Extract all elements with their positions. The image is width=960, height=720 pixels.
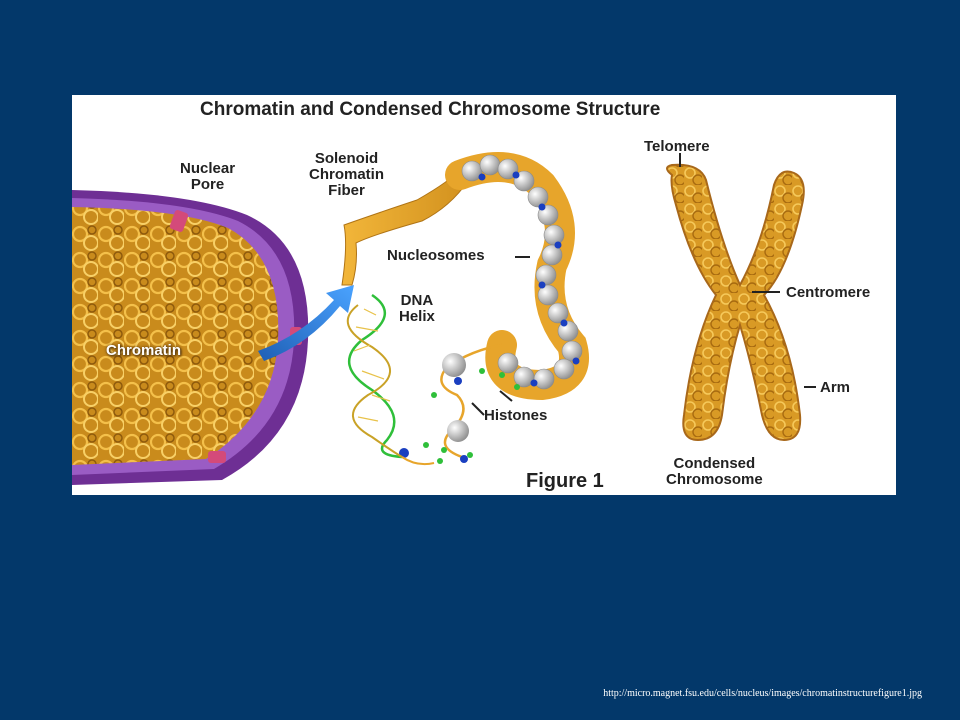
dna-helix-icon bbox=[346, 293, 435, 466]
condensed-chromosome-label-line1: Condensed bbox=[673, 455, 756, 472]
histones-label: Histones bbox=[484, 407, 548, 424]
nucleus bbox=[72, 190, 309, 485]
nucleosome-coil bbox=[399, 152, 589, 464]
nuclear-pore-label-line2: Pore bbox=[190, 176, 225, 193]
nuclear-pore-label: Nuclear Pore bbox=[180, 161, 235, 193]
chromosome-icon bbox=[666, 163, 805, 442]
source-url: http://micro.magnet.fsu.edu/cells/nucleu… bbox=[603, 688, 922, 699]
nucleosomes-label: Nucleosomes bbox=[387, 247, 485, 264]
chromatin-figure: Chromatin and Condensed Chromosome Struc… bbox=[72, 95, 896, 495]
arm-label: Arm bbox=[820, 379, 851, 396]
chromatin-illustration bbox=[72, 152, 816, 485]
solenoid-label-line3: Fiber bbox=[328, 182, 365, 199]
condensed-chromosome-label: Condensed Chromosome bbox=[666, 456, 763, 488]
solenoid-label: Solenoid Chromatin Fiber bbox=[309, 151, 384, 199]
centromere-label: Centromere bbox=[786, 284, 871, 301]
solenoid-label-line1: Solenoid bbox=[314, 150, 379, 167]
solenoid-label-line2: Chromatin bbox=[309, 166, 384, 183]
dna-helix-label: DNA Helix bbox=[399, 293, 435, 325]
nuclear-pore-label-line1: Nuclear bbox=[180, 160, 236, 177]
label-leader-lines bbox=[471, 153, 816, 416]
dna-helix-label-line2: Helix bbox=[399, 308, 435, 325]
figure-title: Chromatin and Condensed Chromosome Struc… bbox=[200, 99, 661, 120]
dna-helix-label-line1: DNA bbox=[400, 292, 434, 309]
arrow-icon bbox=[258, 285, 354, 361]
telomere-label: Telomere bbox=[644, 138, 710, 155]
chromatin-label: Chromatin bbox=[106, 342, 181, 359]
condensed-chromosome-label-line2: Chromosome bbox=[666, 471, 763, 488]
figure-number: Figure 1 bbox=[526, 470, 604, 492]
